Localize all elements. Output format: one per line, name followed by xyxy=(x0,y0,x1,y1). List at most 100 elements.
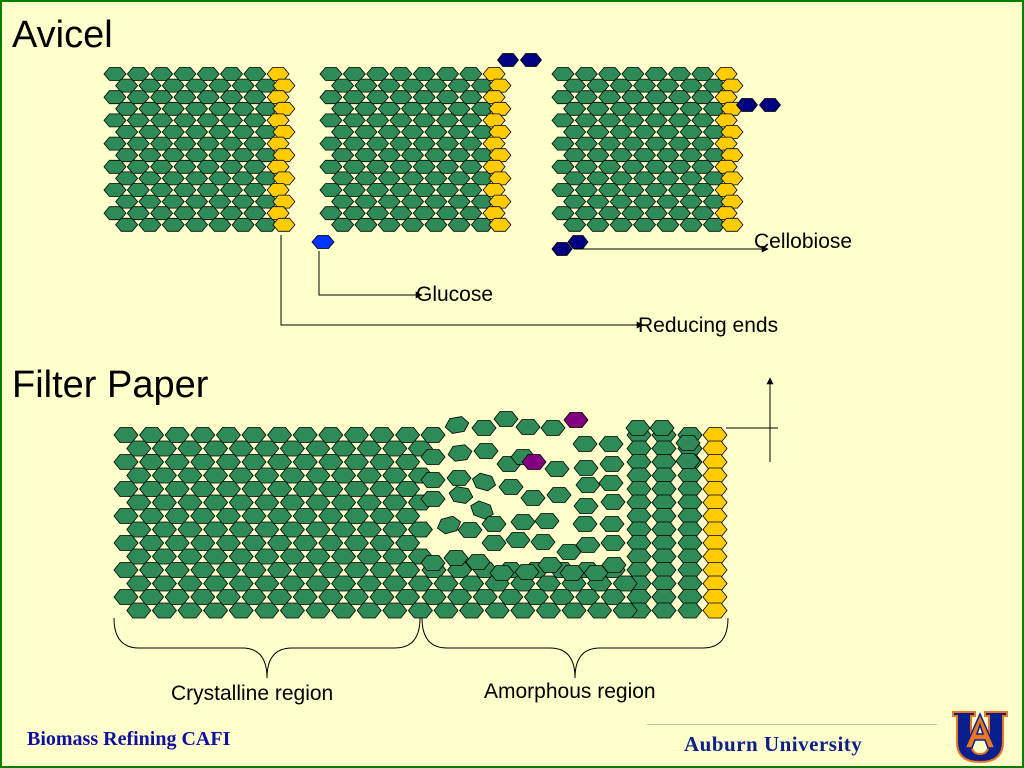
glucose-unit-hex xyxy=(621,113,645,128)
glucose-unit-hex xyxy=(633,125,657,139)
reducing-end-hex xyxy=(702,521,728,538)
glucose-unit-hex xyxy=(651,454,677,470)
glucose-unit-hex xyxy=(219,136,244,151)
glucose-unit-hex xyxy=(177,440,203,457)
glucose-unit-hex xyxy=(115,101,139,116)
glucose-unit-hex xyxy=(677,521,703,538)
reducing-end-hex xyxy=(482,206,506,221)
glucose-unit-hex xyxy=(103,206,127,221)
reducing-end-hex xyxy=(714,183,738,197)
glucose-unit-hex xyxy=(115,171,139,186)
glucose-unit-hex xyxy=(574,67,598,81)
glucose-unit-hex xyxy=(421,589,447,605)
glucose-unit-hex xyxy=(185,148,209,163)
reducing-end-hex xyxy=(702,508,728,524)
reducing-end-hex xyxy=(714,67,738,81)
glucose-unit-hex xyxy=(173,67,197,81)
glucose-unit-hex xyxy=(164,535,190,551)
glucose-unit-hex xyxy=(254,548,280,565)
glucose-unit-hex xyxy=(598,67,622,81)
glucose-unit-hex xyxy=(173,90,197,105)
glucose-unit-hex xyxy=(599,516,625,532)
glucose-unit-hex xyxy=(435,67,460,81)
glucose-unit-hex xyxy=(609,217,633,232)
glucose-unit-hex xyxy=(691,159,715,174)
glucose-unit-hex xyxy=(574,113,598,128)
glucose-unit-hex xyxy=(305,575,331,592)
glucose-unit-hex xyxy=(319,113,343,128)
glucose-unit-hex xyxy=(435,113,460,128)
glucose-unit-hex xyxy=(447,125,471,139)
glucose-unit-hex xyxy=(556,544,582,560)
glucose-unit-hex xyxy=(177,467,203,484)
glucose-unit-hex xyxy=(173,136,197,151)
glucose-unit-hex xyxy=(190,589,216,605)
reducing-end-hex xyxy=(702,467,728,484)
glucose-unit-hex xyxy=(459,67,483,81)
glucose-unit-hex xyxy=(574,159,598,174)
glucose-unit-hex xyxy=(677,481,703,497)
glucose-unit-hex xyxy=(633,194,657,209)
glucose-unit-hex xyxy=(534,513,560,529)
glucose-unit-hex xyxy=(219,206,244,221)
glucose-unit-hex xyxy=(598,475,624,491)
glucose-unit-hex xyxy=(138,78,162,93)
glucose-unit-hex xyxy=(609,194,633,209)
glucose-unit-hex xyxy=(656,78,680,93)
glucose-unit-hex xyxy=(377,148,401,163)
glucose-unit-hex xyxy=(401,101,425,116)
glucose-unit-hex xyxy=(677,575,703,592)
glucose-unit-hex xyxy=(243,183,267,197)
glucose-unit-hex xyxy=(126,113,150,128)
glucose-unit-hex xyxy=(435,206,460,221)
glucose-unit-hex xyxy=(292,481,318,497)
glucose-unit-hex xyxy=(609,148,633,163)
glucose-unit-hex xyxy=(190,481,216,497)
glucose-unit-hex xyxy=(626,521,652,538)
glucose-unit-hex xyxy=(139,508,165,524)
glucose-unit-hex xyxy=(395,427,421,443)
glucose-unit-hex xyxy=(435,183,460,197)
glucose-unit-hex xyxy=(150,183,174,197)
glucose-unit-hex xyxy=(354,148,378,163)
glucose-unit-hex xyxy=(626,481,652,497)
glucose-unit-hex xyxy=(401,78,425,93)
glucose-unit-hex xyxy=(231,148,255,163)
reducing-end-hex xyxy=(702,481,728,497)
glucose-unit-hex xyxy=(471,472,497,492)
glucose-unit-hex xyxy=(319,206,343,221)
glucose-unit-hex xyxy=(420,472,446,488)
glucose-unit-hex xyxy=(366,90,390,105)
reducing-end-hex xyxy=(482,90,506,105)
glucose-unit-hex xyxy=(465,554,491,570)
glucose-unit-hex xyxy=(377,101,401,116)
glucose-unit-hex xyxy=(621,67,645,81)
glucose-unit-hex xyxy=(598,183,622,197)
glucose-unit-hex xyxy=(510,514,536,530)
glucose-unit-hex xyxy=(190,508,216,524)
glucose-unit-hex xyxy=(667,183,692,197)
glucose-unit-hex xyxy=(679,125,703,139)
reducing-end-hex xyxy=(266,90,290,105)
glucose-unit-hex xyxy=(161,101,185,116)
glucose-unit-hex xyxy=(551,183,575,197)
glucose-unit-hex xyxy=(395,589,421,605)
glucose-unit-hex xyxy=(219,183,244,197)
glucose-unit-hex xyxy=(457,522,483,538)
glucose-unit-hex xyxy=(551,90,575,105)
amorphous-region-label: Amorphous region xyxy=(484,680,656,703)
glucose-unit-hex xyxy=(231,171,255,186)
glucose-unit-hex xyxy=(126,467,152,484)
glucose-unit-hex xyxy=(185,194,209,209)
glucose-unit-hex xyxy=(574,206,598,221)
glucose-unit-hex xyxy=(228,467,254,484)
reducing-ends-label: Reducing ends xyxy=(638,314,779,337)
glucose-unit-hex xyxy=(535,602,561,619)
glucose-unit-hex xyxy=(173,159,197,174)
glucose-unit-hex xyxy=(115,148,139,163)
glucose-unit-hex xyxy=(356,575,382,592)
glucose-unit-hex xyxy=(196,136,220,151)
glucose-unit-hex xyxy=(677,494,703,511)
glucose-unit-hex xyxy=(677,548,703,565)
cellobiose-label: Cellobiose xyxy=(754,230,853,253)
